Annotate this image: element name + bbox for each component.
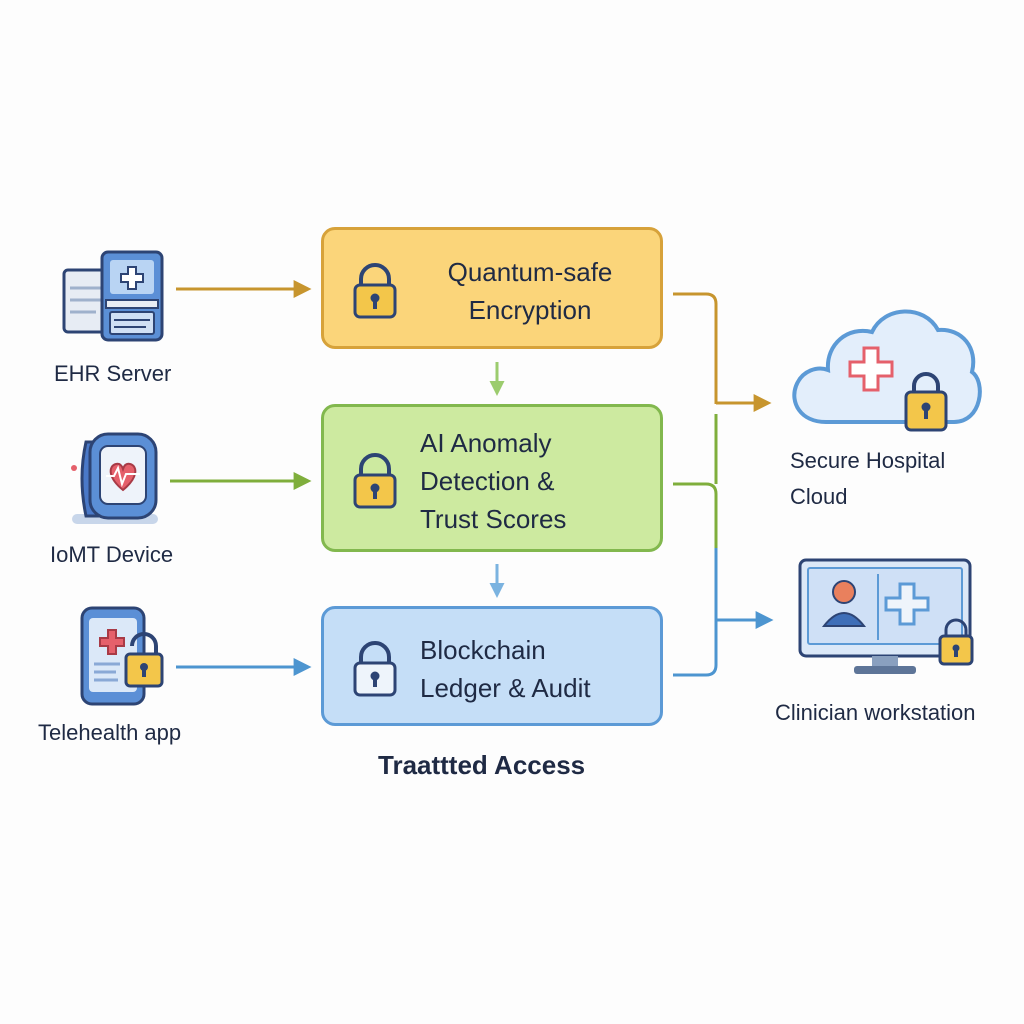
server-icon — [62, 250, 164, 342]
cloud-icon — [792, 309, 982, 432]
encryption-label: Quantum-safe Encryption — [447, 257, 613, 325]
lock-icon — [353, 263, 397, 319]
lock-icon — [353, 641, 397, 697]
ai-anomaly-detection-box: AI Anomaly Detection & Trust Scores — [321, 404, 663, 552]
ehr-server-label: EHR Server — [54, 361, 172, 386]
blockchain-ledger-box: Blockchain Ledger & Audit — [321, 606, 663, 726]
secure-hospital-cloud-label: Secure Hospital Cloud — [790, 448, 946, 509]
blockchain-label: Blockchain Ledger & Audit — [420, 635, 591, 703]
quantum-safe-encryption-box: Quantum-safe Encryption — [321, 227, 663, 349]
bus-anomaly — [673, 482, 718, 548]
bus-blockchain — [673, 548, 718, 677]
bus-encryption — [673, 292, 718, 404]
monitor-icon — [798, 558, 974, 674]
iomt-device-label: IoMT Device — [50, 542, 174, 567]
lock-icon — [353, 453, 397, 509]
smartphone-icon — [80, 606, 164, 706]
footer-caption: Traattted Access — [378, 750, 586, 780]
wearable-icon — [71, 432, 158, 524]
anomaly-label: AI Anomaly Detection & Trust Scores — [420, 428, 567, 534]
telehealth-app-label: Telehealth app — [38, 720, 182, 745]
clinician-workstation-label: Clinician workstation — [775, 700, 976, 725]
